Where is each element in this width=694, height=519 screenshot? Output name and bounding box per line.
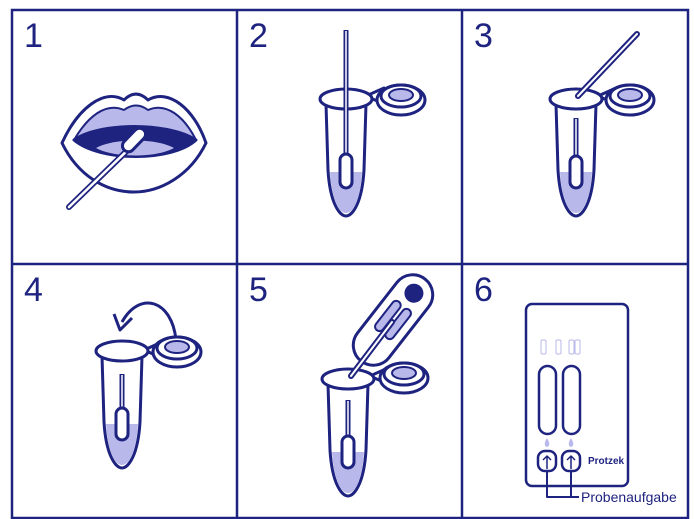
panel-number-4: 4 [24, 271, 43, 309]
panel-number-2: 2 [249, 17, 268, 55]
test-cassette [526, 304, 628, 497]
panel-number-1: 1 [24, 17, 43, 55]
tube-swab-illustration [320, 30, 425, 216]
tube-close-illustration [96, 303, 201, 468]
cassette-brand-label: Protzek [588, 456, 625, 467]
panel-number-6: 6 [474, 271, 493, 309]
panel-number-3: 3 [474, 17, 493, 55]
mouth-swab-illustration [62, 94, 206, 207]
sample-application-label: Probenaufgabe [581, 489, 677, 505]
tube-swab-tilted-illustration [550, 34, 654, 216]
panel-number-5: 5 [249, 271, 268, 309]
pipette-illustration [322, 267, 441, 496]
result-window-left [539, 366, 556, 434]
result-window-right [563, 366, 580, 434]
